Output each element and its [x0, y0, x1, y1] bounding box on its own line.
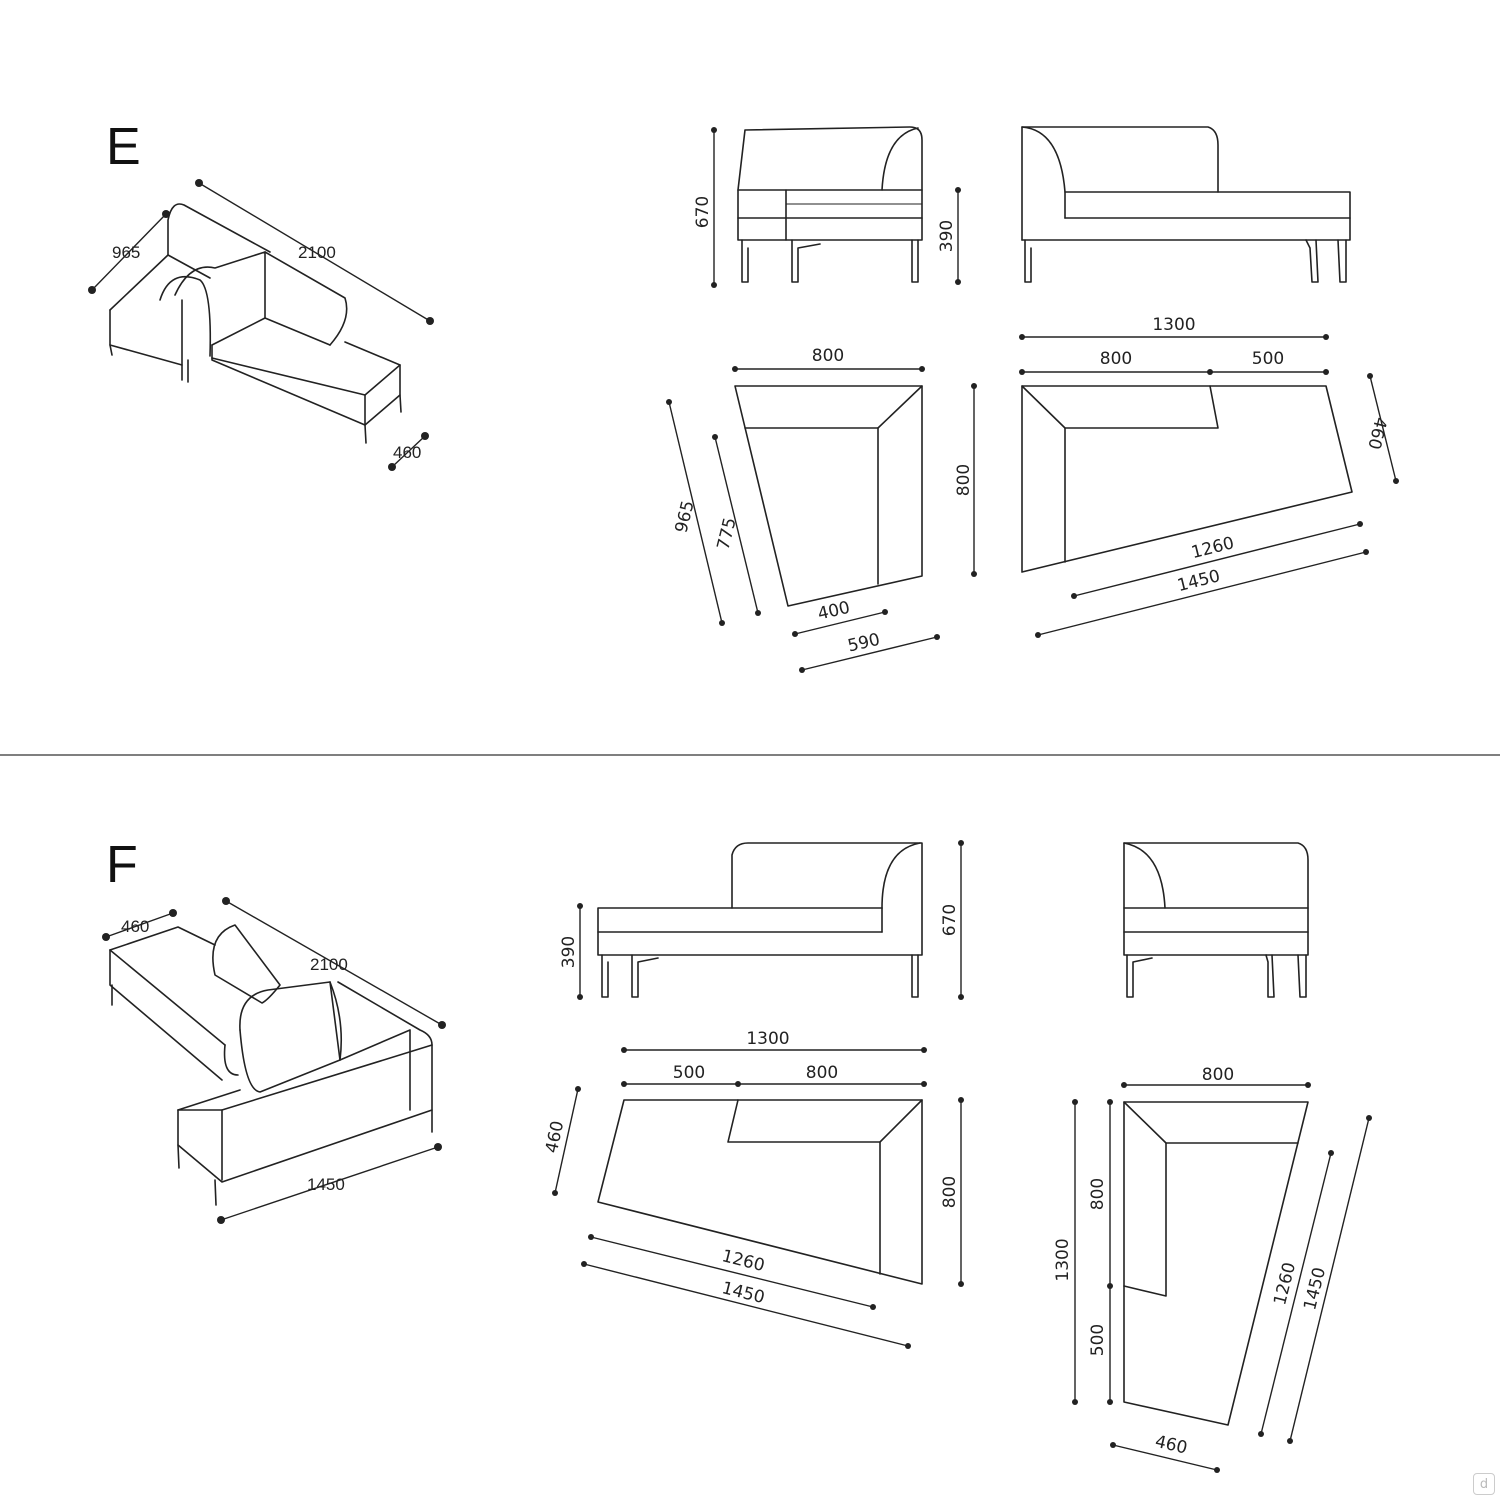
side-view-f: 390 670 [559, 840, 964, 1000]
dim-e-500: 500 [1252, 349, 1284, 369]
dim-e-775: 775 [714, 516, 741, 552]
dim-f-670: 670 [940, 904, 960, 936]
iso-sketch-f [109, 924, 433, 1206]
dim-iso-e-965: 965 [112, 243, 140, 262]
dim-f-1450-side: 1450 [1300, 1265, 1330, 1312]
watermark-logo: d [1473, 1473, 1495, 1495]
dim-f-800-seat: 800 [806, 1063, 838, 1083]
dim-f-500-lower: 500 [1088, 1324, 1108, 1356]
dim-iso-f-1450: 1450 [307, 1175, 345, 1194]
dim-f-800-side: 800 [940, 1176, 960, 1208]
dim-iso-f-460: 460 [121, 917, 149, 936]
dim-f-800-top: 800 [1202, 1065, 1234, 1085]
iso-sketch-e [109, 203, 402, 444]
plan-right-f: 800 1300 800 500 1260 1450 460 [1053, 1065, 1372, 1473]
dim-e-1260: 1260 [1189, 533, 1236, 563]
dim-e-800-side: 800 [954, 464, 974, 496]
dim-e-800-top: 800 [812, 346, 844, 366]
section-letter-f: F [106, 836, 138, 894]
plan-left-f: 1300 500 800 460 800 1260 1450 [542, 1029, 964, 1349]
dim-f-1260-side: 1260 [1270, 1260, 1300, 1307]
section-letter-e: E [106, 118, 141, 176]
dim-iso-e-2100: 2100 [298, 243, 336, 262]
side-view-e [1021, 126, 1351, 283]
dim-e-390: 390 [937, 220, 957, 252]
dim-f-460-bottom: 460 [1153, 1432, 1189, 1459]
dim-f-1300-side: 1300 [1053, 1238, 1073, 1281]
front-view-e: 670 390 [693, 126, 961, 288]
dim-e-965: 965 [672, 499, 699, 535]
dim-f-390: 390 [559, 936, 579, 968]
plan-right-e: 1300 800 500 460 1260 1450 [1019, 315, 1399, 638]
dim-iso-e-460: 460 [393, 443, 421, 462]
dim-f-800-upper: 800 [1088, 1178, 1108, 1210]
plan-left-e: 800 965 775 400 590 800 [666, 346, 977, 673]
dim-f-500: 500 [673, 1063, 705, 1083]
dim-e-460: 460 [1363, 415, 1390, 451]
dim-e-1450: 1450 [1175, 566, 1222, 596]
iso-dims-e: 965 2100 460 [88, 179, 434, 471]
dim-e-800-seat: 800 [1100, 349, 1132, 369]
dim-e-670: 670 [693, 196, 713, 228]
iso-dims-f: 460 2100 1450 [102, 897, 446, 1224]
front-view-f [1123, 842, 1309, 998]
dim-f-1300: 1300 [746, 1029, 789, 1049]
dim-e-1300: 1300 [1152, 315, 1195, 335]
dim-iso-f-2100: 2100 [310, 955, 348, 974]
dim-e-400: 400 [816, 598, 852, 625]
dim-f-1260: 1260 [720, 1246, 767, 1276]
